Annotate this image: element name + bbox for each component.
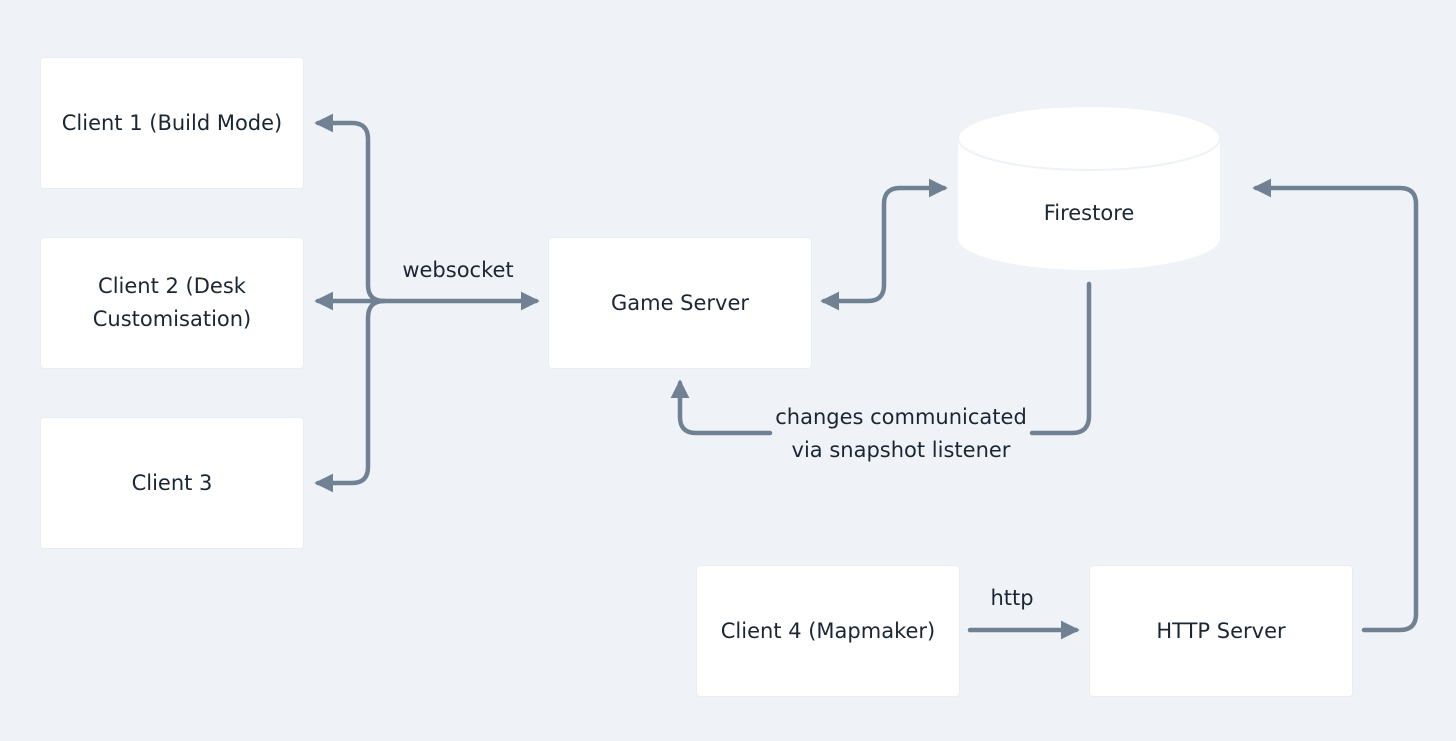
http-server-box: HTTP Server [1090,566,1352,696]
client2-label-line1: Client 2 (Desk [98,274,246,298]
websocket-edge-label: websocket [402,258,514,282]
snapshot-edge-label-line1: changes communicated [775,405,1027,429]
game-server-label: Game Server [610,290,750,315]
client4-label: Client 4 (Mapmaker) [720,618,936,643]
firestore-label: Firestore [1043,201,1135,225]
firestore-cylinder [957,105,1221,270]
client3-box: Client 3 [41,418,303,548]
arrow-firestore-snapshot-left [670,379,773,436]
client2-box: Client 2 (Desk Customisation) [41,238,303,368]
http-edge-label: http [990,586,1034,610]
snapshot-edge-label-line2: via snapshot listener [791,438,1011,462]
arrow-http-server-firestore [1252,178,1419,633]
arrow-game-server-firestore [820,178,948,311]
client2-label-line2: Customisation) [92,307,252,331]
snapshot-edge-label: changes communicated via snapshot listen… [766,401,1036,467]
arrow-client3-websocket [314,298,387,493]
client4-box: Client 4 (Mapmaker) [697,566,959,696]
arrow-firestore-snapshot-right [1029,281,1092,436]
client1-label: Client 1 (Build Mode) [61,110,283,135]
client1-box: Client 1 (Build Mode) [41,58,303,188]
arrow-client1-websocket [314,113,387,304]
http-server-label: HTTP Server [1156,618,1286,643]
game-server-box: Game Server [549,238,811,368]
client3-label: Client 3 [131,470,213,495]
